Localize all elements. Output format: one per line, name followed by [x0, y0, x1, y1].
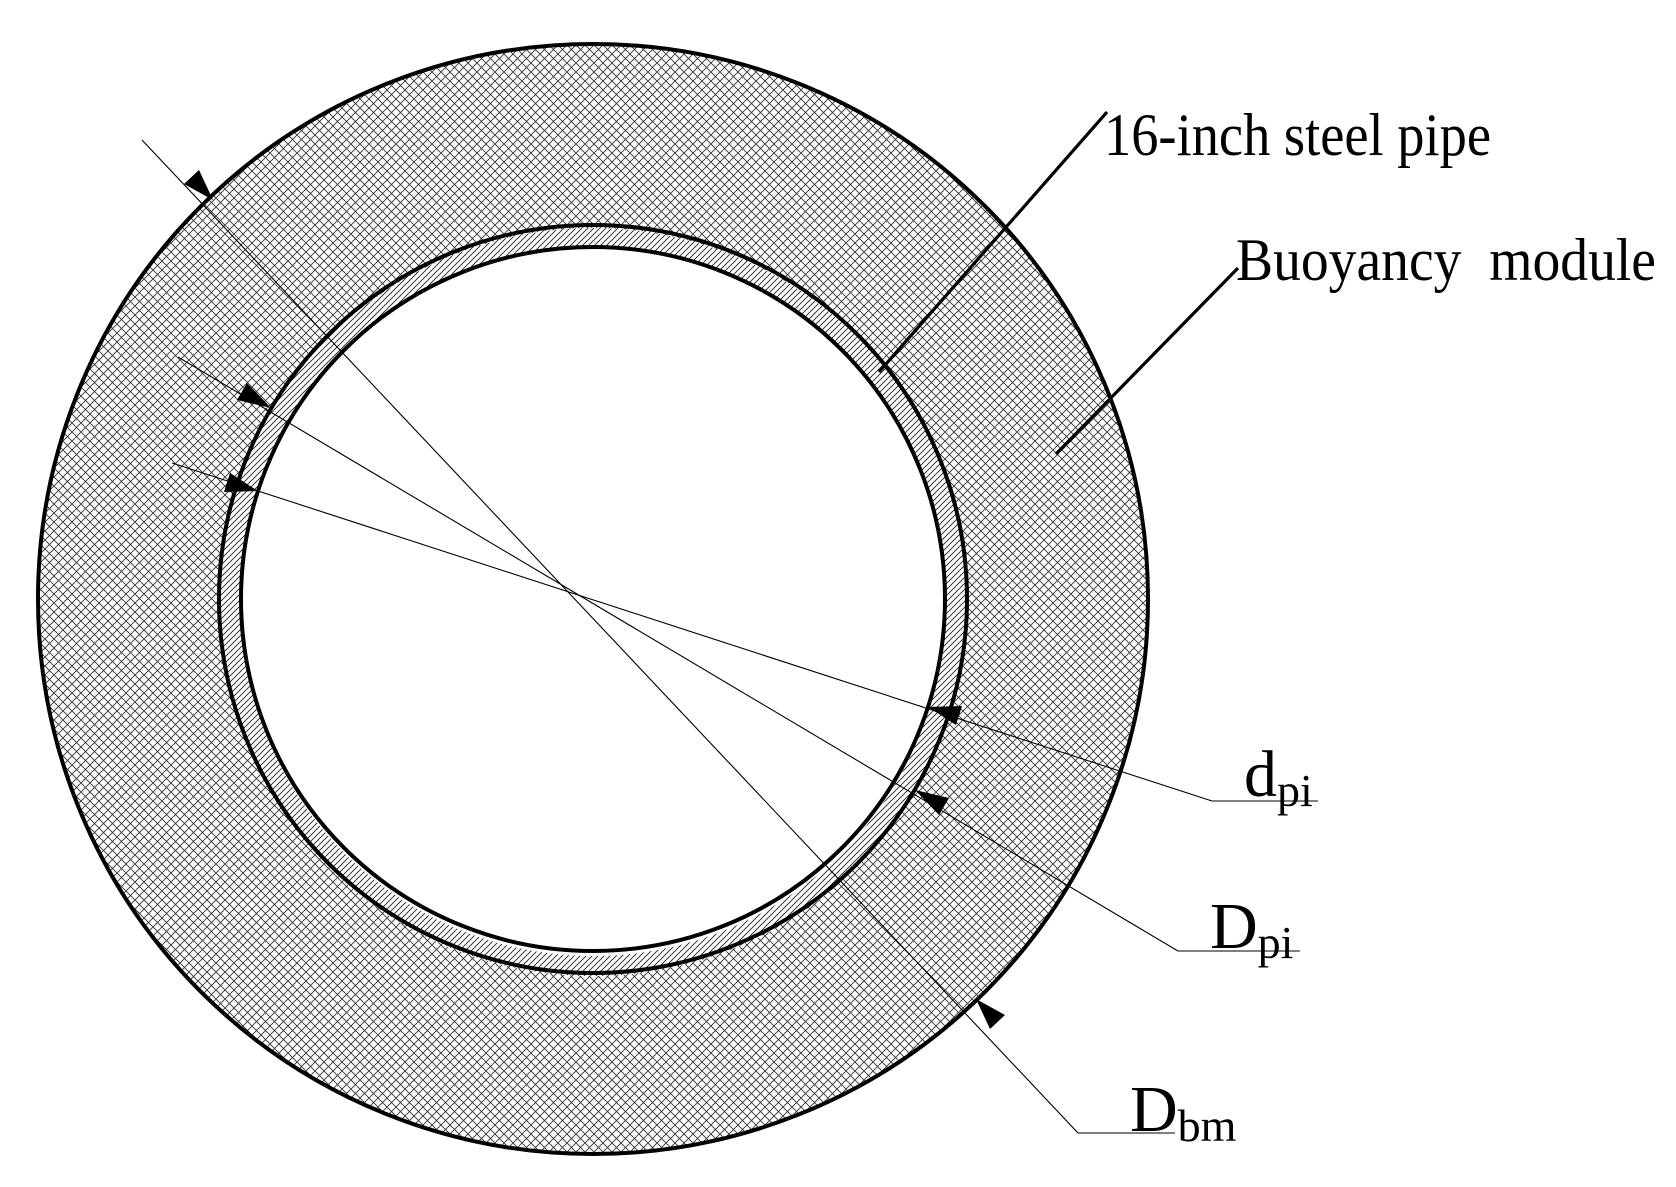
symbol-subscript: bm — [1178, 1100, 1237, 1151]
symbol-subscript: pi — [1277, 765, 1313, 816]
arrowhead — [224, 473, 258, 492]
symbol-main: D — [1210, 890, 1258, 963]
dimension-line-dpi-inner — [171, 462, 1318, 802]
arrowhead — [184, 170, 213, 200]
leader-line-buoyancy-module — [1054, 266, 1240, 456]
symbol-main: d — [1244, 738, 1277, 811]
dimension-label-dbm: Dbm — [1130, 1073, 1237, 1151]
arrowhead — [928, 706, 962, 725]
steel-pipe-outer-edge — [217, 223, 969, 975]
buoyancy-module-outer-edge — [36, 42, 1150, 1156]
leader-line-steel-pipe — [877, 110, 1109, 374]
arrowhead — [976, 999, 1005, 1029]
dimension-line-dbm — [141, 139, 1175, 1134]
dimension-label-dpi-outer: Dpi — [1210, 890, 1293, 968]
arrowhead — [237, 383, 271, 408]
steel-pipe-inner-edge — [239, 245, 947, 953]
arrowhead — [915, 790, 949, 815]
buoyancy-module-label: Buoyancy module — [1236, 227, 1656, 293]
buoyancy-module-ring — [38, 44, 1149, 1154]
dimension-label-dpi-inner: dpi — [1244, 738, 1313, 816]
symbol-main: D — [1130, 1073, 1178, 1146]
steel-pipe-label: 16-inch steel pipe — [1104, 102, 1491, 168]
symbol-subscript: pi — [1258, 917, 1294, 968]
dimension-line-dpi-outer — [177, 356, 1300, 952]
